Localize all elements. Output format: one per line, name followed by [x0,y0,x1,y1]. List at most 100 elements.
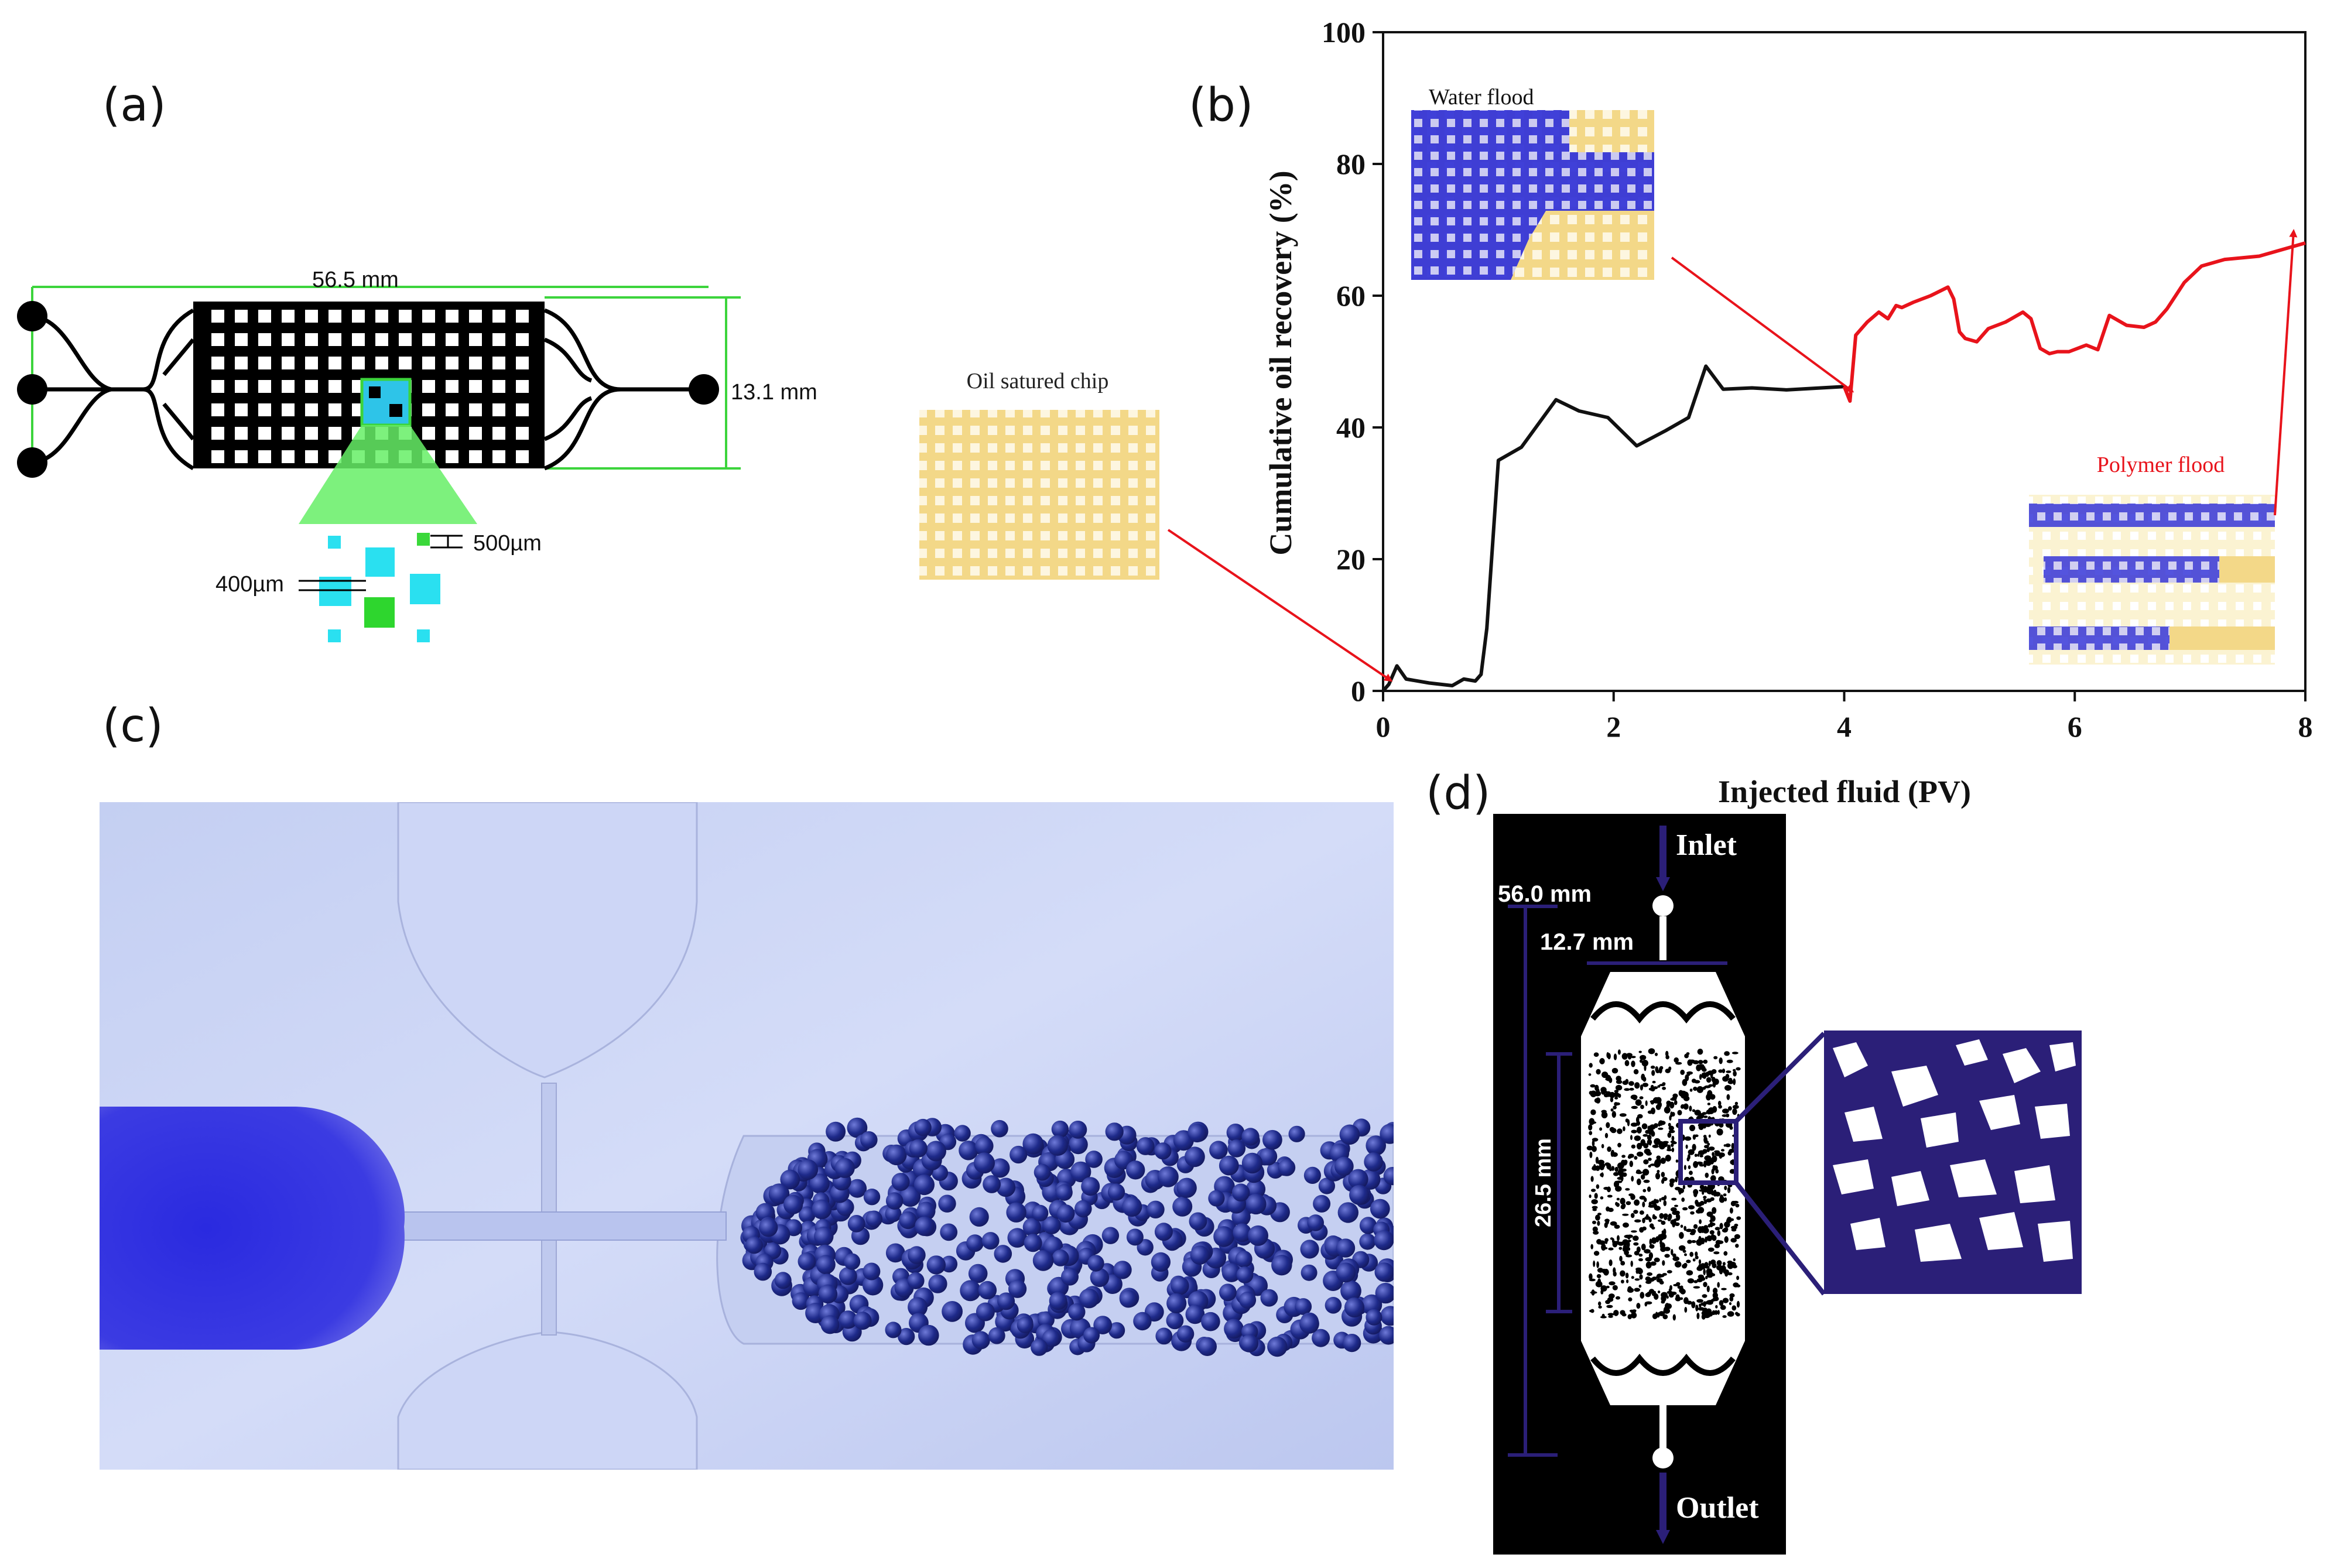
pore [1663,1228,1666,1235]
pore [1604,1222,1608,1228]
pore [1641,1174,1645,1180]
pore [1689,1088,1693,1092]
pore [1616,1180,1623,1183]
pore [1731,1052,1739,1055]
chip-body [1581,972,1745,1405]
pore [1686,1270,1693,1276]
pore [1655,1070,1660,1073]
pore [1682,1207,1688,1211]
pore [1696,1064,1702,1071]
pore [1599,1127,1603,1131]
pore [1643,1159,1649,1165]
pore [1662,1260,1665,1266]
pore [1725,1143,1731,1148]
pore [1672,1256,1679,1261]
pore [1657,1098,1661,1106]
pore [1682,1184,1685,1190]
droplet [1022,1133,1044,1155]
pore [1729,1207,1733,1214]
pore [1682,1249,1686,1253]
pore [1696,1209,1702,1214]
pore [1699,1219,1702,1224]
pore [1626,1053,1633,1057]
pore [1609,1091,1616,1098]
droplet [799,1206,816,1223]
pore [1659,1281,1664,1285]
pore [1718,1069,1723,1073]
droplet [966,1234,984,1252]
pore [1672,1314,1676,1321]
pore [1717,1282,1720,1288]
zoom-grains [1833,1039,2076,1262]
droplet [1032,1204,1049,1221]
pore [1668,1122,1671,1127]
pore [1733,1258,1736,1261]
pore [1693,1224,1698,1229]
pore [1670,1207,1677,1212]
pore [1716,1264,1723,1271]
droplet [1307,1214,1324,1231]
droplet [885,1243,905,1263]
y-tick-label: 20 [1336,543,1366,576]
pore [1610,1108,1614,1112]
droplet [1295,1298,1312,1315]
droplet [1047,1135,1068,1156]
droplet [1101,1227,1120,1244]
pore [1700,1237,1705,1245]
pore [1617,1235,1620,1241]
droplet [768,1183,790,1204]
x-tick-label: 2 [1606,710,1621,743]
pore [1680,1104,1685,1109]
pore [1659,1198,1662,1202]
pore [1592,1166,1599,1169]
pore [1662,1141,1669,1144]
pore [1712,1207,1717,1214]
droplet [1166,1312,1184,1330]
droplet [991,1119,1008,1138]
droplet [834,1158,855,1178]
droplet [1260,1289,1278,1307]
droplet [780,1169,800,1190]
pore [1722,1315,1727,1318]
droplet [1197,1337,1217,1356]
pore [1620,1270,1626,1277]
pore [1650,1101,1654,1105]
droplet [1348,1169,1368,1189]
droplet-micrograph [100,802,1394,1470]
droplet [1374,1262,1394,1282]
pore [1643,1143,1649,1149]
pore [1597,1213,1601,1216]
series-line-water-flood [1381,364,1845,692]
pore [1589,1309,1594,1313]
pore [1621,1053,1628,1060]
pore [1638,1258,1643,1262]
pore [1608,1207,1614,1212]
droplet [814,1226,834,1247]
pore [1598,1301,1601,1306]
pore [1726,1059,1733,1063]
pore [1614,1166,1618,1172]
pore [1663,1308,1671,1314]
pore [1689,1251,1694,1257]
pore [1655,1172,1661,1180]
pore [1601,1313,1605,1319]
pore [1640,1055,1647,1060]
pore [1617,1128,1623,1134]
droplet [820,1315,840,1334]
droplet [974,1152,995,1174]
pore [1736,1275,1740,1281]
pore [1692,1134,1696,1140]
droplet [1359,1233,1376,1250]
pore [1674,1210,1680,1215]
pore [1625,1118,1629,1123]
pore [1634,1278,1640,1281]
droplet [1370,1199,1390,1219]
pore [1651,1089,1655,1091]
droplet [1340,1280,1361,1302]
pore [1615,1084,1623,1091]
pore [1628,1193,1634,1197]
pore [1696,1086,1704,1093]
inset-oil-label: Oil satured chip [967,369,1109,393]
droplet [969,1207,989,1227]
droplet [1051,1120,1069,1138]
